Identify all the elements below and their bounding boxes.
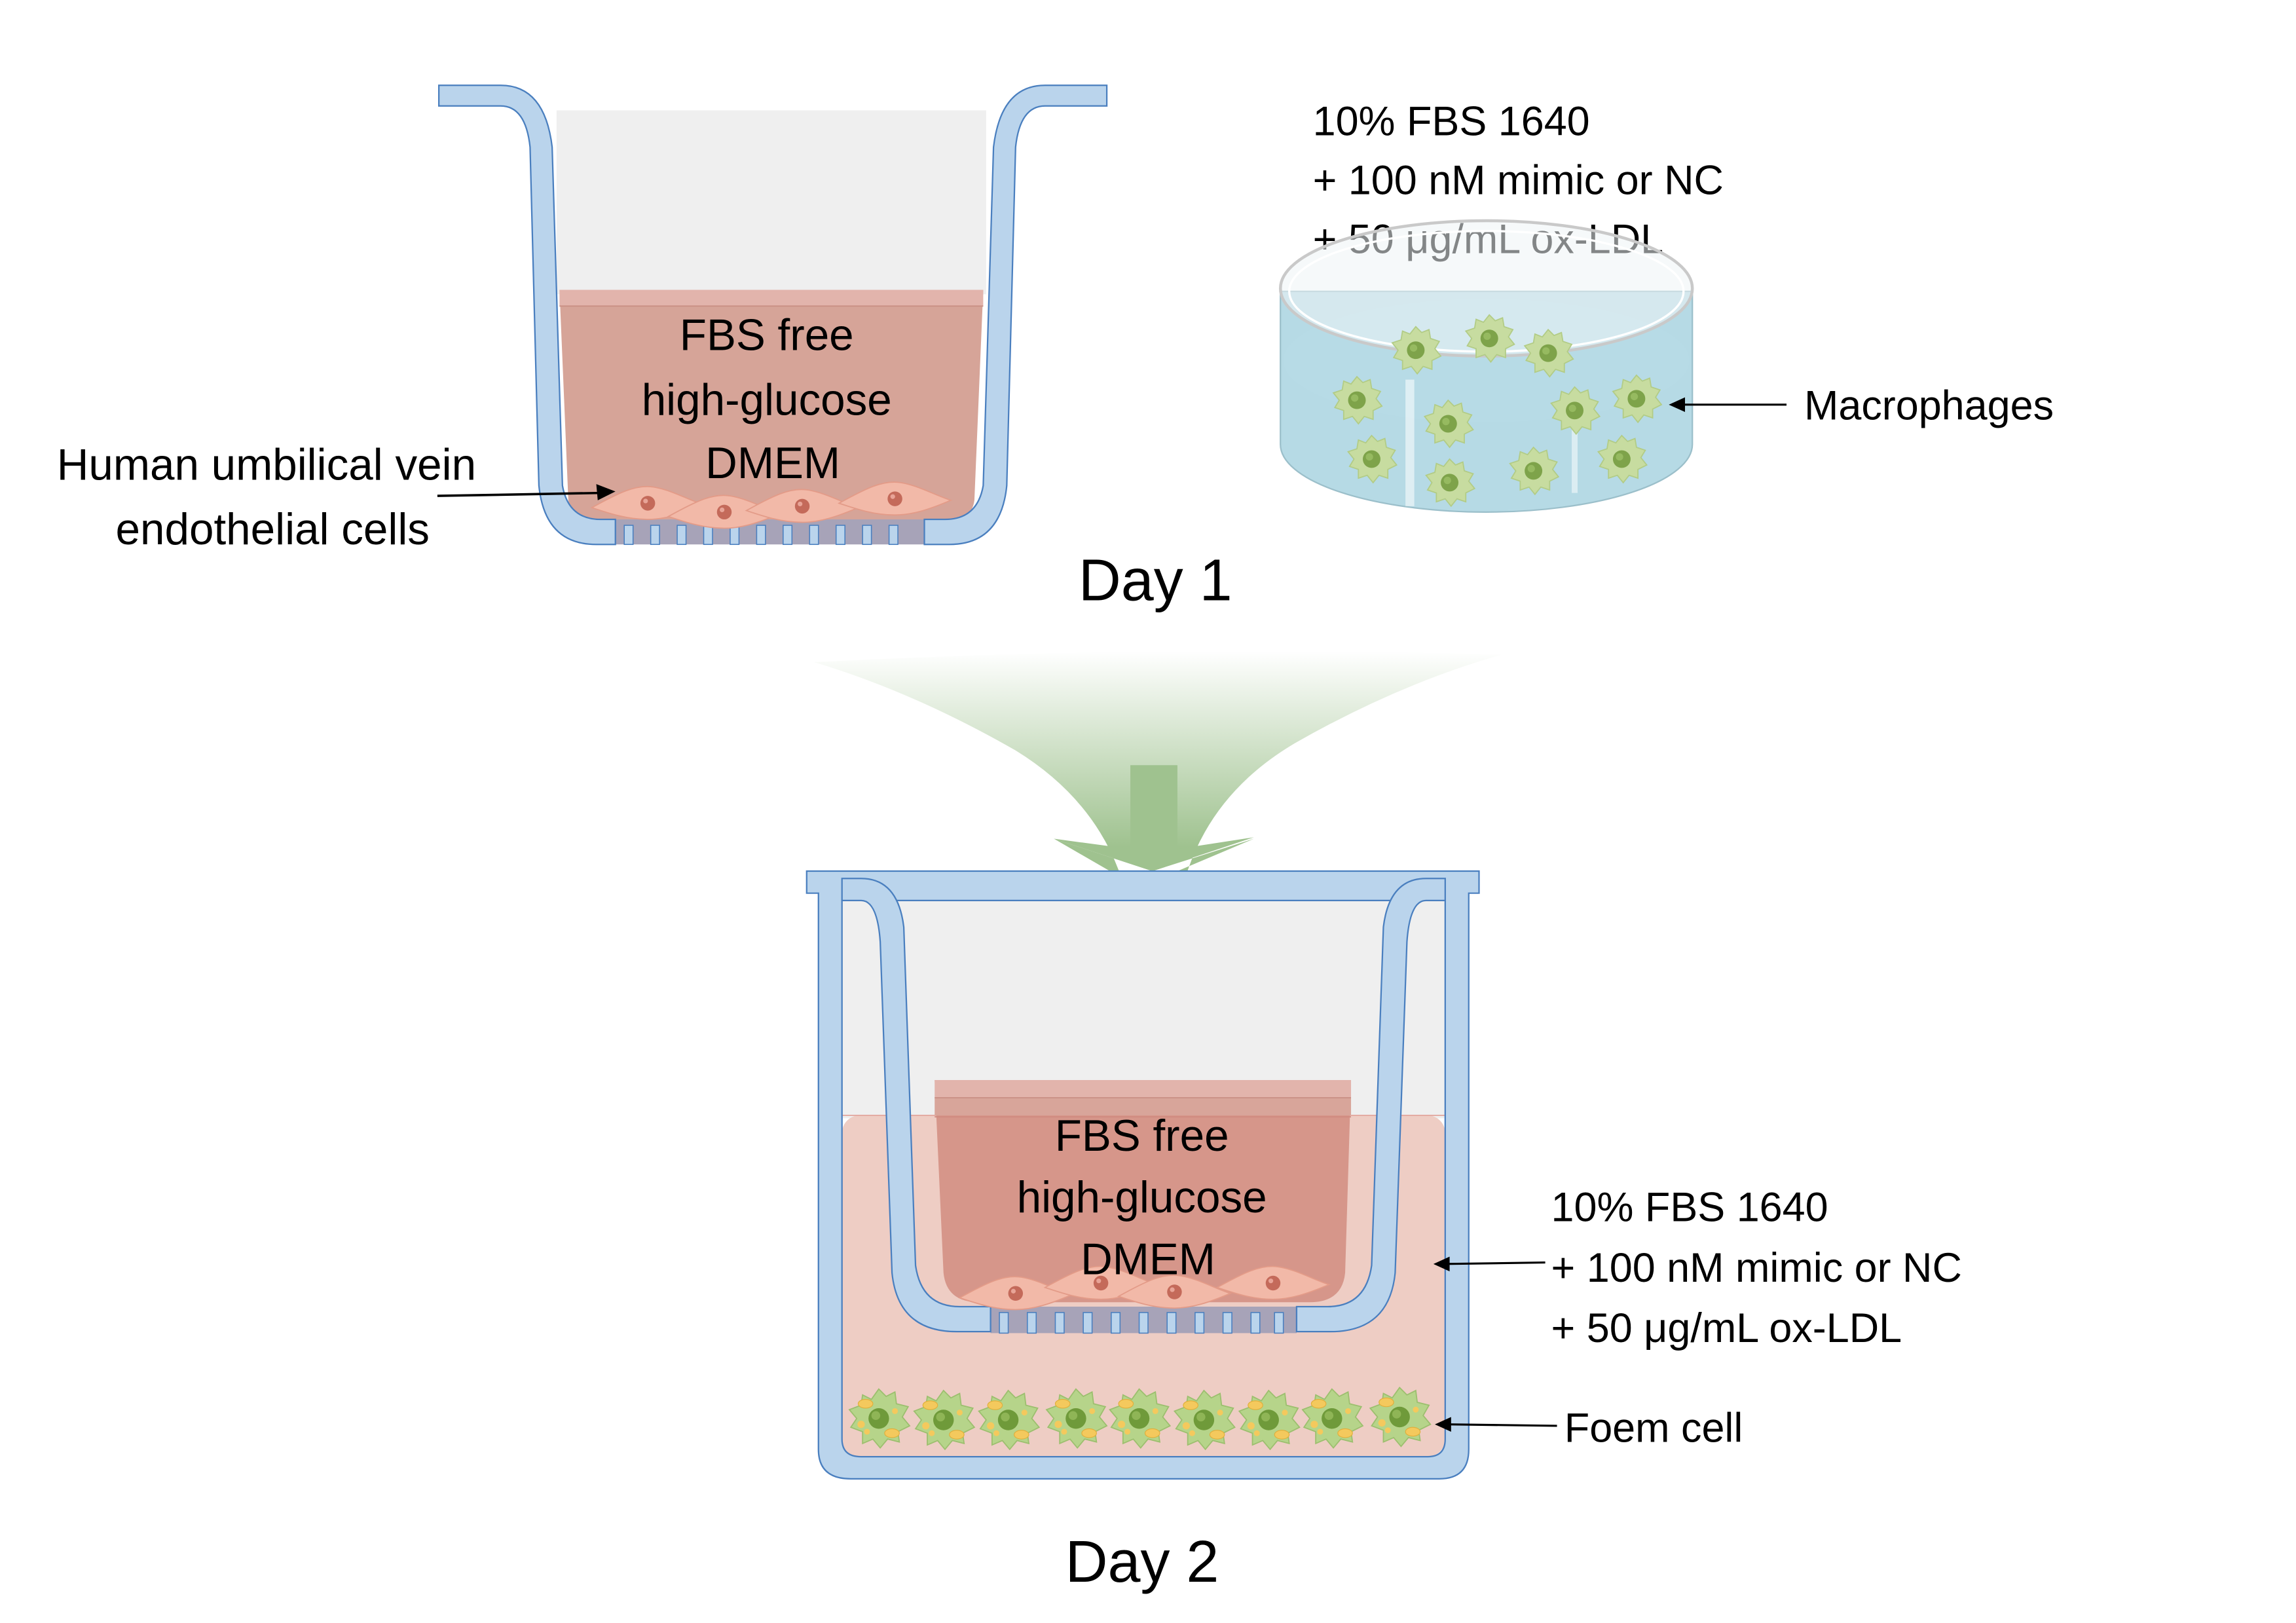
- membrane-pores: [623, 525, 898, 546]
- insert-empty-space: [556, 110, 986, 295]
- porous-membrane: [615, 519, 925, 545]
- foam-cell-label: Foem cell: [1565, 1406, 1743, 1451]
- insert-wall: [841, 878, 991, 1333]
- insert-medium-surface: [559, 289, 984, 307]
- macrophage-label: Macrophages: [1804, 382, 2054, 428]
- insert-wall: [438, 84, 616, 546]
- lower-medium-label: 10% FBS 1640 + 100 nM mimic or NC + 50 μ…: [1551, 1185, 1974, 1351]
- insert-medium-label: FBS free high-glucose DMEM: [1017, 1111, 1280, 1284]
- huvec-pointer-arrow: [437, 491, 601, 497]
- outer-well-wall: [805, 870, 1480, 1480]
- day1-culture-dish: 10% FBS 1640 + 100 nM mimic or NC + 50 μ…: [1278, 99, 2054, 513]
- insert-medium: [935, 1080, 1352, 1303]
- insert-wall: [923, 84, 1108, 546]
- insert-medium: [559, 289, 984, 523]
- lower-medium-annotation: 10% FBS 1640 + 100 nM mimic or NC + 50 μ…: [1433, 1185, 1974, 1351]
- day2-coculture-well: FBS free high-glucose DMEM: [805, 870, 1480, 1480]
- foam-cell-annotation: Foem cell: [1435, 1406, 1743, 1451]
- day1-transwell-insert: FBS free high-glucose DMEM: [438, 84, 1108, 546]
- day1-label: Day 1: [1079, 548, 1232, 614]
- insert-medium-label: FBS free high-glucose DMEM: [642, 311, 904, 488]
- huvec-label: Human umbilical vein endothelial cells: [57, 440, 489, 554]
- insert-wall: [1295, 878, 1446, 1333]
- huvec-annotation: Human umbilical vein endothelial cells: [57, 440, 616, 554]
- membrane-pores: [999, 1312, 1284, 1334]
- transition-arrowhead: [1054, 765, 1254, 871]
- lower-medium-pointer-arrow: [1445, 1261, 1546, 1265]
- foam-cell-pointer-arrow: [1447, 1423, 1557, 1427]
- day2-label: Day 2: [1065, 1529, 1219, 1595]
